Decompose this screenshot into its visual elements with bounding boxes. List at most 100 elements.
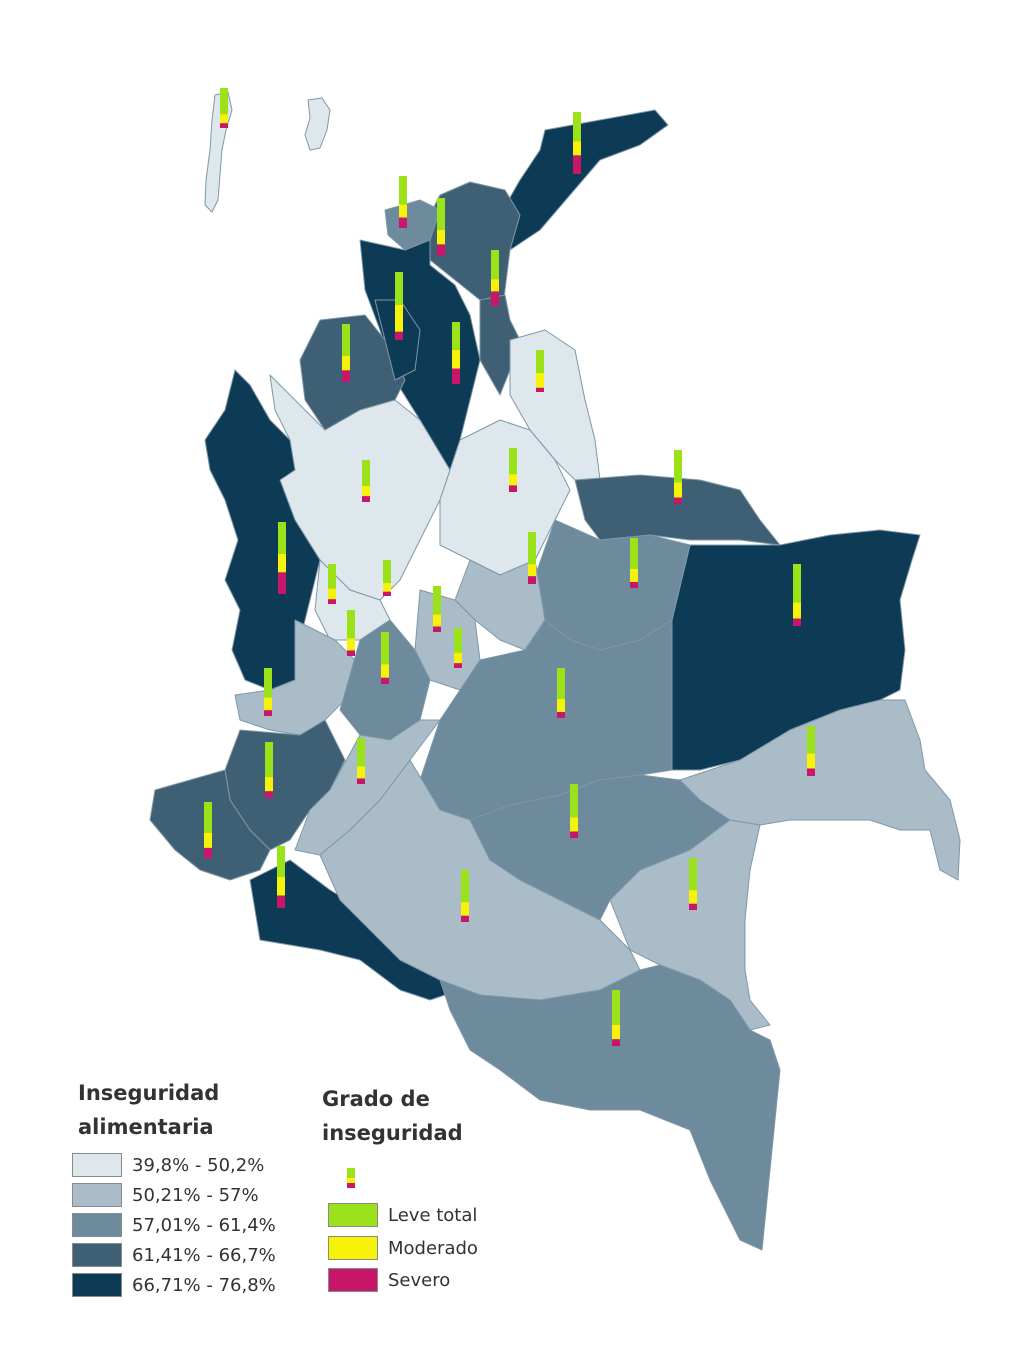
region-vichada: [671, 529, 921, 771]
grado-legend-title: Grado de inseguridad: [322, 1082, 463, 1150]
severity-bar-marker: [277, 846, 285, 908]
bar-segment-leve: [674, 450, 682, 483]
bar-segment-moderado: [461, 902, 469, 916]
severity-bar-marker: [357, 738, 365, 784]
bar-segment-severo: [278, 572, 286, 594]
bar-segment-moderado: [452, 349, 460, 369]
bar-segment-leve: [452, 322, 460, 350]
severity-bar-marker: [433, 586, 441, 632]
choropleth-legend-item: 57,01% - 61,4%: [72, 1212, 276, 1238]
bar-segment-leve: [277, 846, 285, 877]
bar-segment-severo: [557, 712, 565, 718]
severity-bar-marker: [362, 460, 370, 502]
severity-bar-marker: [204, 802, 212, 858]
severity-bar-marker: [454, 628, 462, 668]
region-putumayo: [249, 859, 461, 1001]
legend-swatch-tier3: [72, 1213, 122, 1237]
region-providencia: [304, 97, 331, 151]
severity-bar-marker: [689, 858, 697, 910]
bar-segment-moderado: [278, 553, 286, 573]
bar-segment-moderado: [433, 614, 441, 627]
bar-segment-leve: [509, 448, 517, 475]
bar-segment-severo: [630, 582, 638, 588]
bar-segment-leve: [433, 586, 441, 615]
bar-segment-severo: [612, 1039, 620, 1046]
grado-legend-title-line2: inseguridad: [322, 1121, 463, 1145]
bar-segment-moderado: [570, 817, 578, 832]
bar-segment-moderado: [265, 776, 273, 792]
bar-segment-moderado: [277, 877, 285, 896]
grado-legend-bar-icon: [347, 1168, 355, 1188]
severity-bar-marker: [278, 522, 286, 594]
bar-segment-leve: [536, 350, 544, 374]
severity-bar-marker: [674, 450, 682, 504]
bar-segment-severo: [437, 244, 445, 256]
grado-legend-item: Leve total: [328, 1202, 477, 1228]
bar-segment-severo: [807, 768, 815, 776]
bar-segment-severo: [452, 368, 460, 384]
severity-bar-marker: [265, 742, 273, 798]
severity-bar-marker: [342, 324, 350, 382]
region-caqueta: [319, 759, 641, 1001]
region-santander: [439, 419, 571, 576]
severity-bar-marker: [383, 560, 391, 596]
bar-segment-moderado: [536, 373, 544, 388]
choropleth-legend-item: 50,21% - 57%: [72, 1182, 259, 1208]
bar-segment-severo: [399, 217, 407, 228]
bar-segment-moderado: [399, 204, 407, 218]
region-arauca: [574, 474, 781, 546]
choropleth-legend-item: 61,41% - 66,7%: [72, 1242, 276, 1268]
bar-segment-severo: [347, 1183, 355, 1188]
bar-segment-moderado: [612, 1024, 620, 1040]
bar-segment-leve: [612, 990, 620, 1025]
severity-bar-marker: [491, 250, 499, 306]
bar-segment-moderado: [437, 229, 445, 245]
severity-bar-marker: [793, 564, 801, 626]
bar-segment-severo: [674, 497, 682, 504]
severity-bar-marker: [536, 350, 544, 392]
legend-swatch-severo: [328, 1268, 378, 1292]
bar-segment-severo: [362, 496, 370, 502]
bar-segment-moderado: [807, 753, 815, 769]
bar-segment-leve: [362, 460, 370, 487]
severity-bar-marker: [528, 532, 536, 584]
bar-segment-moderado: [204, 832, 212, 848]
bar-segment-severo: [536, 387, 544, 392]
bar-segment-leve: [399, 176, 407, 205]
bar-segment-moderado: [509, 474, 517, 486]
bar-segment-moderado: [689, 890, 697, 904]
legend-label-tier2: 50,21% - 57%: [132, 1184, 259, 1206]
severity-bar-marker: [461, 870, 469, 922]
region-guainia: [679, 699, 961, 881]
choropleth-legend-title: Inseguridad alimentaria: [78, 1076, 219, 1144]
bar-segment-severo: [433, 626, 441, 632]
bar-segment-severo: [528, 576, 536, 584]
bar-segment-moderado: [528, 564, 536, 577]
grado-legend-item: Moderado: [328, 1235, 478, 1261]
bar-segment-severo: [328, 599, 336, 604]
bar-segment-moderado: [793, 602, 801, 619]
bar-segment-moderado: [342, 355, 350, 371]
region-la-guajira: [499, 109, 669, 251]
severity-bar-marker: [570, 784, 578, 838]
grado-legend-item: Severo: [328, 1267, 450, 1293]
bar-segment-severo: [204, 847, 212, 858]
bar-segment-leve: [461, 870, 469, 903]
legend-swatch-tier4: [72, 1243, 122, 1267]
severity-bar-marker: [807, 726, 815, 776]
severity-bar-marker: [509, 448, 517, 492]
severity-bar-marker: [328, 564, 336, 604]
legend-label-severo: Severo: [388, 1269, 451, 1291]
bar-segment-leve: [630, 538, 638, 569]
bar-segment-moderado: [491, 279, 499, 292]
bar-segment-moderado: [674, 482, 682, 498]
bar-segment-moderado: [362, 486, 370, 497]
bar-segment-moderado: [557, 699, 565, 712]
bar-segment-leve: [383, 560, 391, 584]
bar-segment-leve: [278, 522, 286, 554]
bar-segment-leve: [528, 532, 536, 565]
bar-segment-severo: [277, 895, 285, 908]
bar-segment-leve: [557, 668, 565, 699]
bar-segment-leve: [328, 564, 336, 589]
